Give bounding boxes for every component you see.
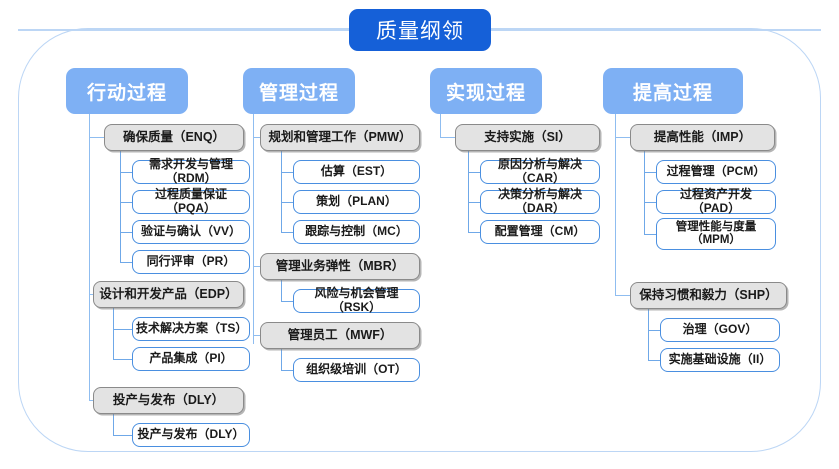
group-spine-mwf	[281, 349, 283, 371]
group-box-si[interactable]: 支持实施（SI）	[455, 124, 600, 151]
group-spine-si	[468, 151, 470, 233]
leaf-box-ts[interactable]: 技术解决方案（TS）	[132, 317, 250, 341]
leaf-conn-pad	[644, 202, 657, 204]
group-box-edp[interactable]: 设计和开发产品（EDP）	[93, 281, 244, 308]
leaf-box-mpm[interactable]: 管理性能与度量 （MPM）	[656, 218, 776, 250]
leaf-box-ii[interactable]: 实施基础设施（II）	[660, 348, 780, 372]
column-spine-1	[89, 114, 91, 401]
column-header-2[interactable]: 管理过程	[243, 68, 355, 114]
spine-branch-4-1	[615, 137, 631, 139]
spine-branch-1-1	[89, 137, 105, 139]
leaf-box-dar[interactable]: 决策分析与解决（DAR）	[480, 187, 600, 215]
leaf-conn-dly	[113, 435, 133, 437]
leaf-conn-pcm	[644, 172, 657, 174]
leaf-conn-ot	[281, 370, 294, 372]
group-spine-imp	[644, 151, 646, 235]
leaf-conn-pqa	[120, 202, 133, 204]
leaf-conn-pr	[120, 262, 133, 264]
leaf-conn-gov	[648, 330, 661, 332]
column-spine-3	[440, 114, 442, 137]
group-box-shp[interactable]: 保持习惯和毅力（SHP）	[630, 282, 787, 309]
group-box-dly[interactable]: 投产与发布（DLY）	[93, 387, 244, 414]
column-spine-4	[615, 114, 617, 296]
leaf-box-pqa[interactable]: 过程质量保证（PQA）	[132, 187, 250, 215]
leaf-box-pad[interactable]: 过程资产开发（PAD）	[656, 187, 776, 215]
leaf-box-pcm[interactable]: 过程管理（PCM）	[656, 160, 776, 184]
leaf-box-ot[interactable]: 组织级培训（OT）	[293, 358, 420, 382]
leaf-conn-cm	[468, 232, 481, 234]
spine-branch-1-2	[89, 294, 94, 296]
group-box-imp[interactable]: 提高性能（IMP）	[630, 124, 775, 151]
title-line-left	[18, 29, 350, 31]
leaf-conn-pi	[113, 359, 133, 361]
leaf-conn-vv	[120, 232, 133, 234]
column-header-3[interactable]: 实现过程	[430, 68, 542, 114]
leaf-box-est[interactable]: 估算（EST）	[293, 160, 420, 184]
leaf-conn-rdm	[120, 172, 133, 174]
spine-branch-3-1	[440, 137, 456, 139]
leaf-box-vv[interactable]: 验证与确认（VV）	[132, 220, 250, 244]
leaf-conn-mpm	[644, 234, 657, 236]
leaf-box-gov[interactable]: 治理（GOV）	[660, 318, 780, 342]
leaf-conn-mc	[281, 232, 294, 234]
leaf-box-plan[interactable]: 策划（PLAN）	[293, 190, 420, 214]
group-spine-pmw	[281, 151, 283, 233]
group-spine-edp	[113, 308, 115, 360]
leaf-conn-est	[281, 172, 294, 174]
title-line-right	[490, 29, 821, 31]
group-spine-mbr	[281, 280, 283, 302]
leaf-box-pi[interactable]: 产品集成（PI）	[132, 347, 250, 371]
column-header-4[interactable]: 提高过程	[603, 68, 743, 114]
leaf-conn-plan	[281, 202, 294, 204]
leaf-box-rdm[interactable]: 需求开发与管理（RDM）	[132, 157, 250, 185]
group-box-mbr[interactable]: 管理业务弹性（MBR）	[260, 253, 420, 280]
leaf-box-cm[interactable]: 配置管理（CM）	[480, 220, 600, 244]
spine-branch-4-2	[615, 295, 631, 297]
group-spine-enq	[120, 151, 122, 263]
column-header-1[interactable]: 行动过程	[66, 68, 188, 114]
leaf-box-pr[interactable]: 同行评审（PR）	[132, 250, 250, 274]
column-spine-2	[253, 114, 255, 344]
spine-branch-2-2	[253, 266, 261, 268]
leaf-conn-ts	[113, 329, 133, 331]
leaf-conn-dar	[468, 202, 481, 204]
leaf-box-car[interactable]: 原因分析与解决（CAR）	[480, 157, 600, 185]
group-box-mwf[interactable]: 管理员工（MWF）	[260, 322, 420, 349]
leaf-box-mc[interactable]: 跟踪与控制（MC）	[293, 220, 420, 244]
group-spine-dly	[113, 414, 115, 436]
leaf-conn-car	[468, 172, 481, 174]
spine-branch-2-3	[253, 335, 261, 337]
group-spine-shp	[648, 309, 650, 361]
leaf-box-dly[interactable]: 投产与发布（DLY）	[132, 423, 250, 447]
spine-branch-1-3	[89, 400, 94, 402]
group-box-pmw[interactable]: 规划和管理工作（PMW）	[260, 124, 420, 151]
spine-branch-2-1	[253, 137, 261, 139]
group-box-enq[interactable]: 确保质量（ENQ）	[104, 124, 244, 151]
leaf-box-rsk[interactable]: 风险与机会管理（RSK）	[293, 286, 420, 314]
root-title: 质量纲领	[349, 9, 491, 51]
leaf-conn-ii	[648, 360, 661, 362]
leaf-conn-rsk	[281, 301, 294, 303]
